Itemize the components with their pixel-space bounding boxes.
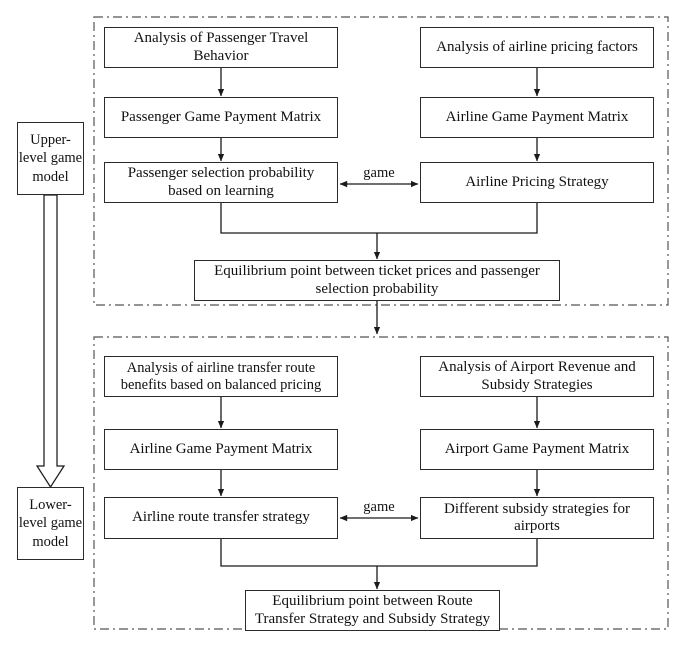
game-link-label-lower: game: [363, 499, 395, 515]
hollow-block-arrow: [35, 194, 66, 489]
game-link-label-upper: game: [363, 165, 395, 181]
node-label: Analysis of airline pricing factors: [436, 38, 638, 55]
node-label: Airline route transfer strategy: [132, 509, 310, 526]
node-label: Airline Pricing Strategy: [465, 173, 609, 190]
node-label: Analysis of Airport Revenue and Subsidy …: [438, 359, 636, 393]
node-label: Equilibrium point between Route Transfer…: [254, 593, 491, 627]
node-label: Airline Game Payment Matrix: [129, 440, 313, 457]
node-label: Equilibrium point between ticket prices …: [214, 263, 540, 297]
node-passenger-selection-probability: Passenger selection probability based on…: [104, 162, 338, 203]
side-box-lower-level-game-model: Lower-level game model: [17, 487, 84, 560]
node-label: Different subsidy strategies for airport…: [444, 500, 630, 534]
node-label: Passenger Game Payment Matrix: [120, 108, 322, 125]
node-airline-game-payment-matrix-2: Airline Game Payment Matrix: [104, 429, 338, 470]
node-label: Passenger selection probability based on…: [127, 165, 315, 199]
node-airline-game-payment-matrix: Airline Game Payment Matrix: [420, 97, 654, 138]
node-airport-game-payment-matrix: Airport Game Payment Matrix: [420, 429, 654, 470]
side-box-upper-level-game-model: Upper-level game model: [17, 122, 84, 195]
node-different-subsidy-strategies: Different subsidy strategies for airport…: [420, 497, 654, 539]
node-passenger-game-payment-matrix: Passenger Game Payment Matrix: [104, 97, 338, 138]
conn-upper-merge-right: [377, 201, 538, 234]
node-airline-route-transfer-strategy: Airline route transfer strategy: [104, 497, 338, 539]
node-analysis-airline-pricing-factors: Analysis of airline pricing factors: [420, 27, 654, 68]
node-label: Analysis of airline transfer route benef…: [120, 359, 322, 393]
conn-lower-merge-left: [220, 539, 377, 567]
conn-lower-merge-right: [377, 539, 538, 567]
node-airline-pricing-strategy: Airline Pricing Strategy: [420, 162, 654, 203]
node-equilibrium-ticket-price: Equilibrium point between ticket prices …: [194, 260, 560, 301]
node-analysis-airline-transfer-route-benefits: Analysis of airline transfer route benef…: [104, 356, 338, 397]
node-equilibrium-route-subsidy: Equilibrium point between Route Transfer…: [245, 590, 500, 631]
conn-upper-merge-left: [220, 201, 377, 234]
side-box-lower-level-label: Lower-level game model: [18, 497, 83, 550]
node-analysis-passenger-travel-behavior: Analysis of Passenger Travel Behavior: [104, 27, 338, 68]
node-analysis-airport-revenue-subsidy: Analysis of Airport Revenue and Subsidy …: [420, 356, 654, 397]
node-label: Analysis of Passenger Travel Behavior: [133, 30, 309, 64]
node-label: Airport Game Payment Matrix: [444, 440, 630, 457]
side-box-upper-level-label: Upper-level game model: [18, 132, 83, 185]
node-label: Airline Game Payment Matrix: [445, 108, 629, 125]
